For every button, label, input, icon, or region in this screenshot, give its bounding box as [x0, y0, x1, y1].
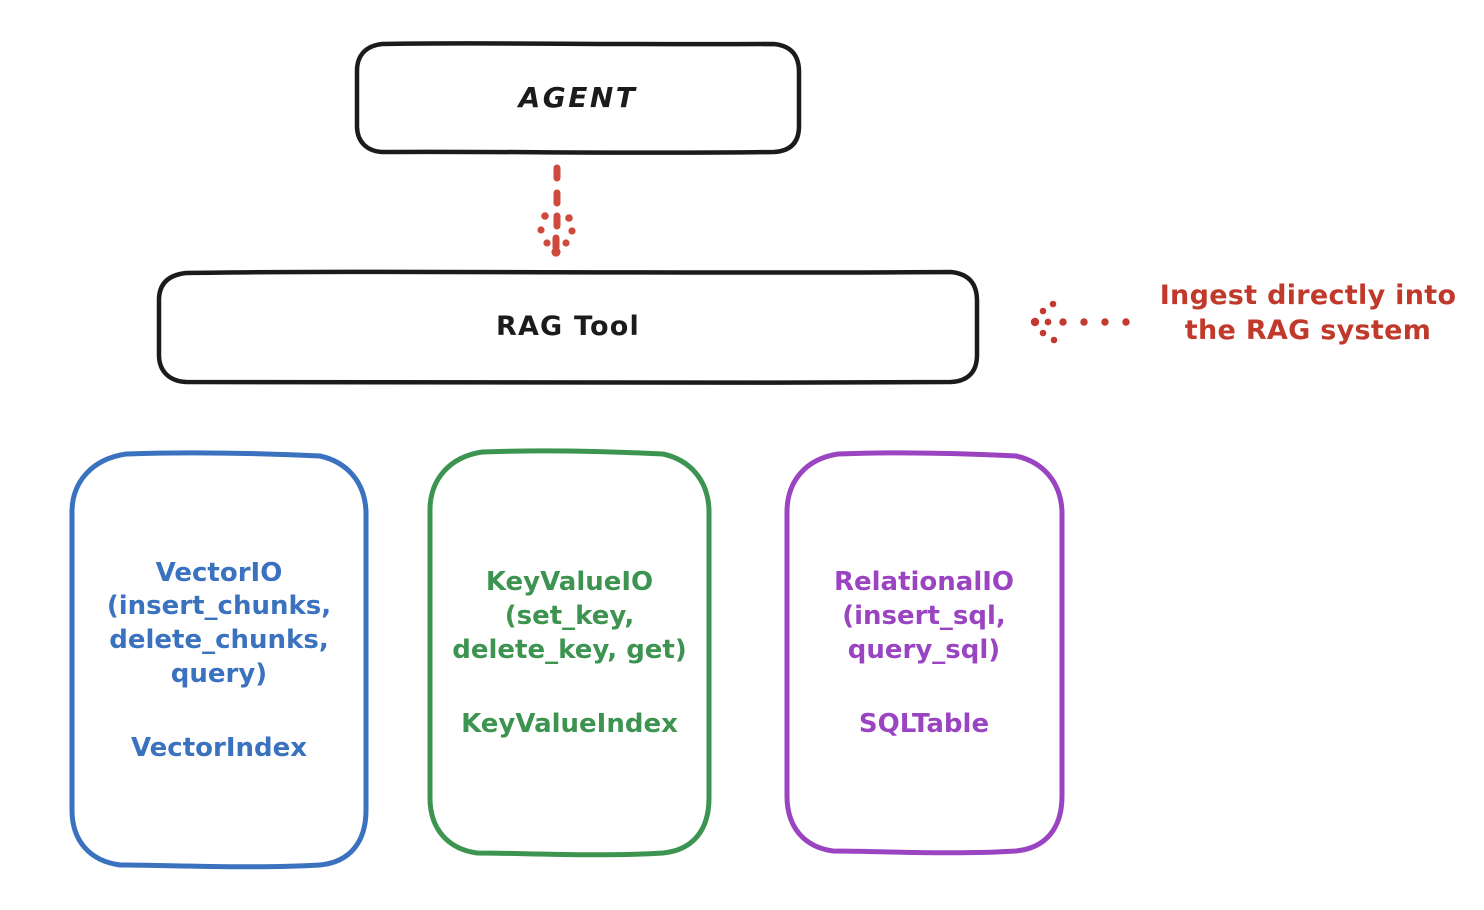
rag-tool-label-wrap: RAG Tool [156, 312, 980, 342]
rag-tool-label: RAG Tool [495, 311, 641, 343]
node-vector-io[interactable]: VectorIO (insert_chunks, delete_chunks, … [68, 450, 370, 870]
arrowhead-down-icon [537, 212, 576, 257]
key-value-io-index: KeyValueIndex [461, 708, 678, 739]
relational-io-label-wrap: RelationalIO (insert_sql, query_sql) SQL… [784, 566, 1064, 741]
node-agent[interactable]: AGENT [354, 41, 802, 155]
ingest-arrow-connector [1030, 300, 1130, 344]
node-rag-tool[interactable]: RAG Tool [156, 269, 980, 385]
relational-io-title: RelationalIO (insert_sql, query_sql) [833, 567, 1015, 665]
key-value-io-title: KeyValueIO (set_key, delete_key, get) [452, 567, 687, 665]
relational-io-index: SQLTable [858, 708, 990, 739]
vector-io-title: VectorIO (insert_chunks, delete_chunks, … [106, 557, 332, 689]
arrowhead-left-icon [1030, 300, 1058, 344]
agent-label-wrap: AGENT [355, 80, 801, 114]
node-key-value-io[interactable]: KeyValueIO (set_key, delete_key, get) Ke… [427, 448, 712, 858]
vector-io-label-wrap: VectorIO (insert_chunks, delete_chunks, … [68, 557, 370, 766]
agent-label: AGENT [518, 80, 638, 114]
ingest-annotation-text: Ingest directly into the RAG system [1159, 280, 1457, 347]
agent-to-rag-connector [537, 164, 576, 257]
node-relational-io[interactable]: RelationalIO (insert_sql, query_sql) SQL… [784, 450, 1065, 856]
key-value-io-label-wrap: KeyValueIO (set_key, delete_key, get) Ke… [427, 566, 712, 741]
vector-io-index: VectorIndex [130, 732, 308, 763]
